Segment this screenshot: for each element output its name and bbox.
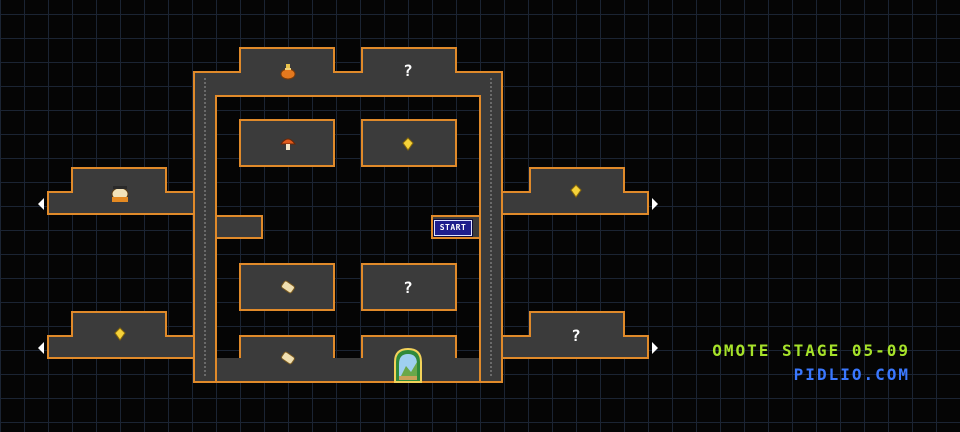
unknown-item-icon: ? bbox=[571, 326, 581, 345]
room-inner-mid-right bbox=[361, 263, 457, 311]
gem-icon bbox=[402, 137, 414, 151]
unknown-item-icon: ? bbox=[403, 61, 413, 80]
scroll-icon bbox=[281, 351, 295, 365]
mushroom-icon bbox=[280, 138, 296, 150]
corridor-spur-left bbox=[215, 215, 263, 239]
cauldron-icon bbox=[111, 186, 129, 202]
site-url[interactable]: PIDLIO.COM bbox=[793, 365, 910, 384]
arrow-right-icon[interactable] bbox=[652, 342, 658, 354]
arrow-left-icon[interactable] bbox=[38, 198, 44, 210]
room-wing-bottom-right bbox=[501, 311, 649, 359]
start-marker: START bbox=[433, 219, 473, 237]
unknown-item-icon: ? bbox=[403, 278, 413, 297]
stage-title: OMOTE STAGE 05-09 bbox=[712, 341, 910, 360]
gem-icon bbox=[570, 184, 582, 198]
scroll-icon bbox=[281, 280, 295, 294]
arrow-right-icon[interactable] bbox=[652, 198, 658, 210]
gem-icon bbox=[114, 327, 126, 341]
arrow-left-icon[interactable] bbox=[38, 342, 44, 354]
exit-door-icon[interactable] bbox=[394, 347, 422, 383]
potion-icon bbox=[280, 64, 296, 80]
